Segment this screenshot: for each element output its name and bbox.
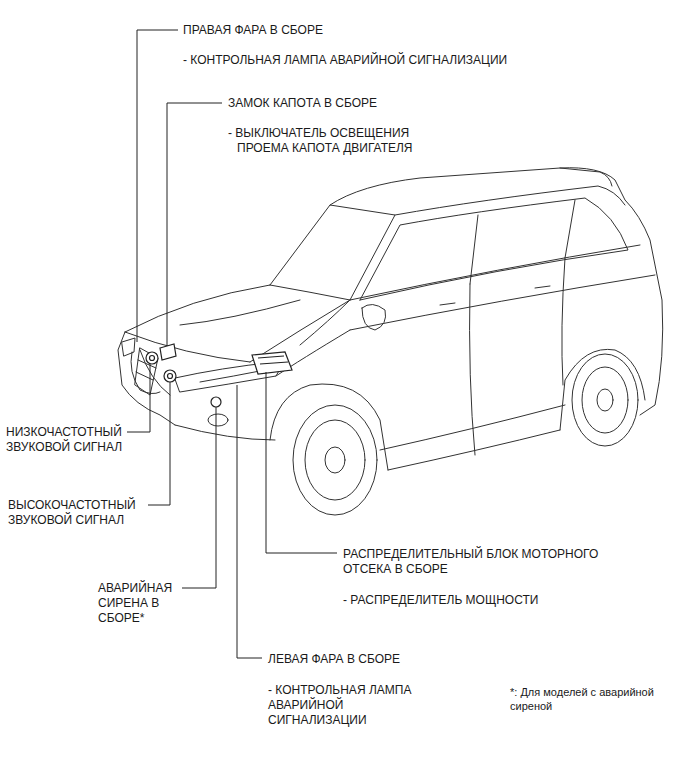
- sub-label: - КОНТРОЛЬНАЯ ЛАМПА АВАРИЙНОЙ СИГНАЛИЗАЦ…: [183, 53, 583, 68]
- part-label: ЛЕВАЯ ФАРА В СБОРЕ: [268, 652, 568, 667]
- footnote: *: Для моделей с аварийной сиреной: [510, 685, 660, 713]
- part-label: ВЫСОКОЧАСТОТНЫЙ ЗВУКОВОЙ СИГНАЛ: [8, 498, 144, 528]
- part-label: НИЗКОЧАСТОТНЫЙ ЗВУКОВОЙ СИГНАЛ: [6, 425, 132, 455]
- sub-label: - ВЫКЛЮЧАТЕЛЬ ОСВЕЩЕНИЯ ПРОЕМА КАПОТА ДВ…: [228, 126, 457, 156]
- part-label: РАСПРЕДЕЛИТЕЛЬНЫЙ БЛОК МОТОРНОГО ОТСЕКА …: [343, 547, 633, 577]
- part-label: ЗАМОК КАПОТА В СБОРЕ: [228, 96, 528, 111]
- sub-label: - КОНТРОЛЬНАЯ ЛАМПА АВАРИЙНОЙ СИГНАЛИЗАЦ…: [268, 683, 420, 728]
- part-label: ПРАВАЯ ФАРА В СБОРЕ: [183, 23, 483, 38]
- sub-label: - РАСПРЕДЕЛИТЕЛЬ МОЩНОСТИ: [343, 593, 643, 608]
- part-label: АВАРИЙНАЯ СИРЕНА В СБОРЕ*: [98, 581, 180, 626]
